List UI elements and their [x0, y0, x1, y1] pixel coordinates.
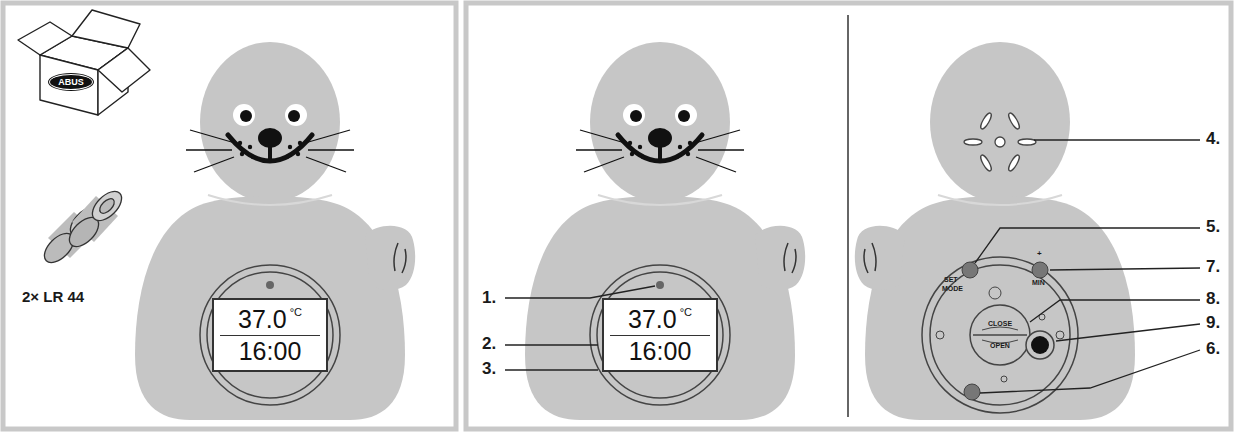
- callout-number: 3.: [482, 359, 496, 379]
- button-label: SET: [944, 276, 958, 283]
- temperature-value: 37.0: [238, 307, 287, 332]
- display-row: 37.0°C: [220, 304, 320, 336]
- logo-badge: ABUS: [49, 74, 93, 90]
- temperature-value: 37.0: [628, 307, 677, 332]
- display-row: 16:00: [220, 336, 320, 367]
- lcd-display: 37.0°C 16:00: [602, 298, 718, 372]
- callout-number: 8.: [1206, 289, 1220, 309]
- battery-label: 2× LR 44: [22, 288, 84, 305]
- lcd-display: 37.0°C 16:00: [212, 298, 328, 372]
- temperature-unit: °C: [290, 307, 302, 318]
- callout-number: 9.: [1206, 313, 1220, 333]
- display-row: 16:00: [610, 336, 710, 367]
- display-row: ABUS: [58, 78, 84, 87]
- lid-label: CLOSE: [988, 320, 1012, 327]
- brand-logo: ABUS: [58, 78, 84, 87]
- lid-label: OPEN: [990, 342, 1010, 349]
- callout-number: 1.: [482, 288, 496, 308]
- callout-number: 6.: [1206, 339, 1220, 359]
- temperature-unit: °C: [680, 307, 692, 318]
- display-row: 37.0°C: [610, 304, 710, 336]
- button-label: MIN: [1032, 279, 1045, 286]
- button-label: MODE: [942, 285, 963, 292]
- clock-time: 16:00: [629, 339, 692, 364]
- callout-number: 4.: [1206, 129, 1220, 149]
- clock-time: 16:00: [239, 339, 302, 364]
- callout-number: 2.: [482, 334, 496, 354]
- button-label: +: [1037, 249, 1042, 258]
- callout-number: 5.: [1206, 217, 1220, 237]
- callout-number: 7.: [1206, 257, 1220, 277]
